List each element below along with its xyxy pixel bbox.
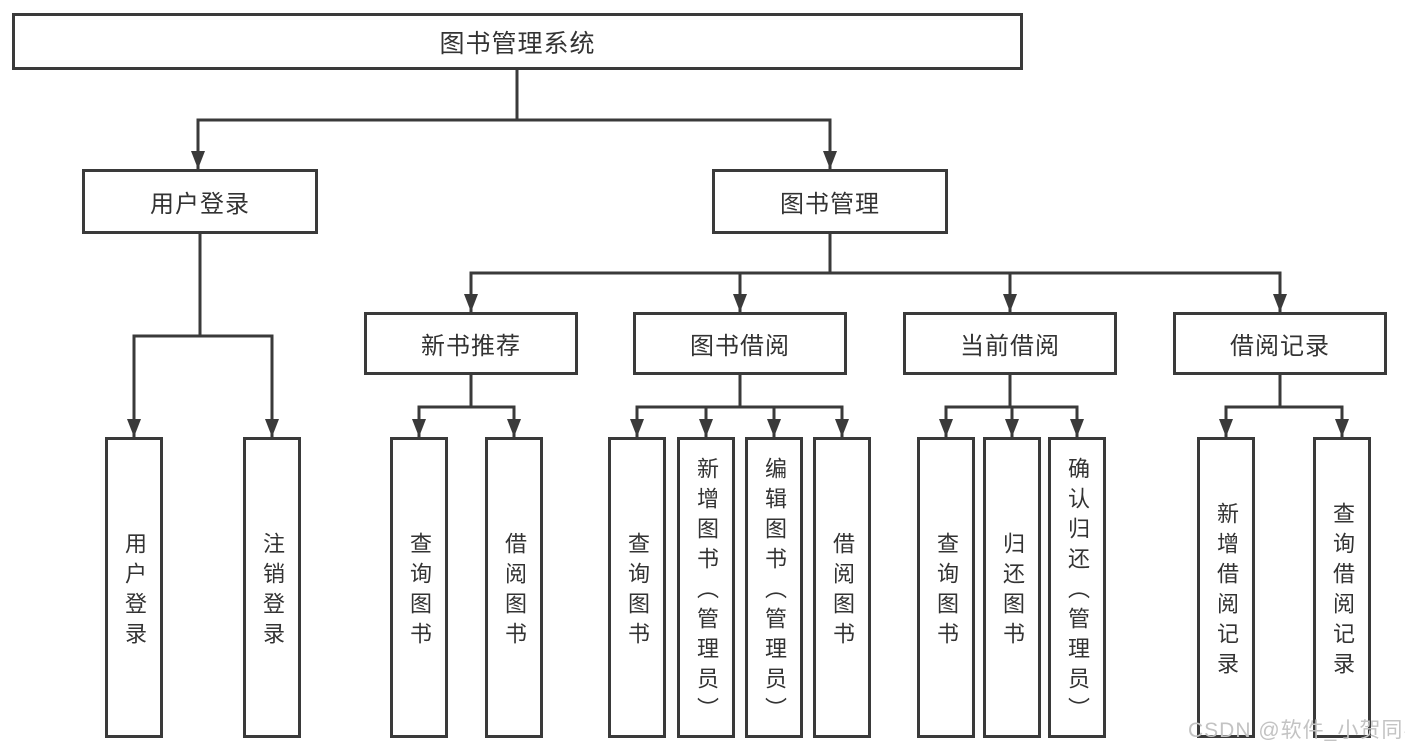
leaf-confirm-return-admin: 确认归还（管理员） (1048, 437, 1106, 738)
node-root-library-system: 图书管理系统 (12, 13, 1023, 70)
leaf-return-books: 归还图书 (983, 437, 1041, 738)
leaf-user-login: 用户登录 (105, 437, 163, 738)
node-book-borrow: 图书借阅 (633, 312, 847, 375)
csdn-watermark: CSDN @软件_小贺同学 (1188, 719, 1405, 742)
node-new-book-recommend: 新书推荐 (364, 312, 578, 375)
leaf-logout: 注销登录 (243, 437, 301, 738)
leaf-borrow-books-recommend: 借阅图书 (485, 437, 543, 738)
node-user-login: 用户登录 (82, 169, 318, 234)
leaf-add-books-admin: 新增图书（管理员） (677, 437, 735, 738)
leaf-query-books-recommend: 查询图书 (390, 437, 448, 738)
leaf-query-books-current: 查询图书 (917, 437, 975, 738)
node-book-management: 图书管理 (712, 169, 948, 234)
leaf-borrow-books: 借阅图书 (813, 437, 871, 738)
leaf-add-borrow-record: 新增借阅记录 (1197, 437, 1255, 738)
node-borrow-records: 借阅记录 (1173, 312, 1387, 375)
leaf-query-borrow-record: 查询借阅记录 (1313, 437, 1371, 738)
node-current-borrow: 当前借阅 (903, 312, 1117, 375)
leaf-edit-books-admin: 编辑图书（管理员） (745, 437, 803, 738)
leaf-query-books-borrow: 查询图书 (608, 437, 666, 738)
connector-lines (127, 68, 1349, 437)
